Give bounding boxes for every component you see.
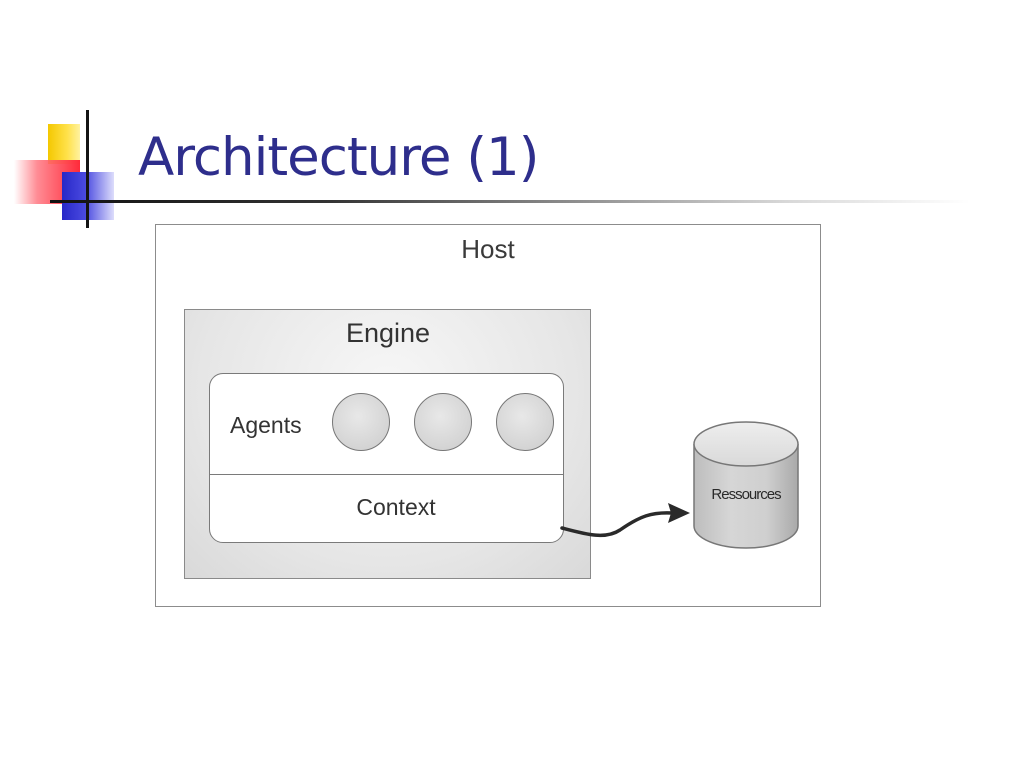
context-label: Context	[356, 494, 436, 520]
title-decoration-vertical-line	[86, 110, 89, 228]
resources-cylinder-icon	[693, 421, 799, 549]
host-label: Host	[461, 234, 515, 264]
title-underline	[50, 200, 970, 203]
slide-title: Architecture (1)	[138, 127, 539, 188]
agent-circle	[332, 393, 390, 451]
agent-circle	[496, 393, 554, 451]
agent-circle	[414, 393, 472, 451]
agents-label: Agents	[230, 412, 302, 438]
agents-context-divider	[210, 474, 563, 475]
title-decoration-yellow-square	[48, 124, 80, 164]
engine-label: Engine	[345, 318, 431, 348]
resources-label: Ressources	[711, 486, 781, 503]
